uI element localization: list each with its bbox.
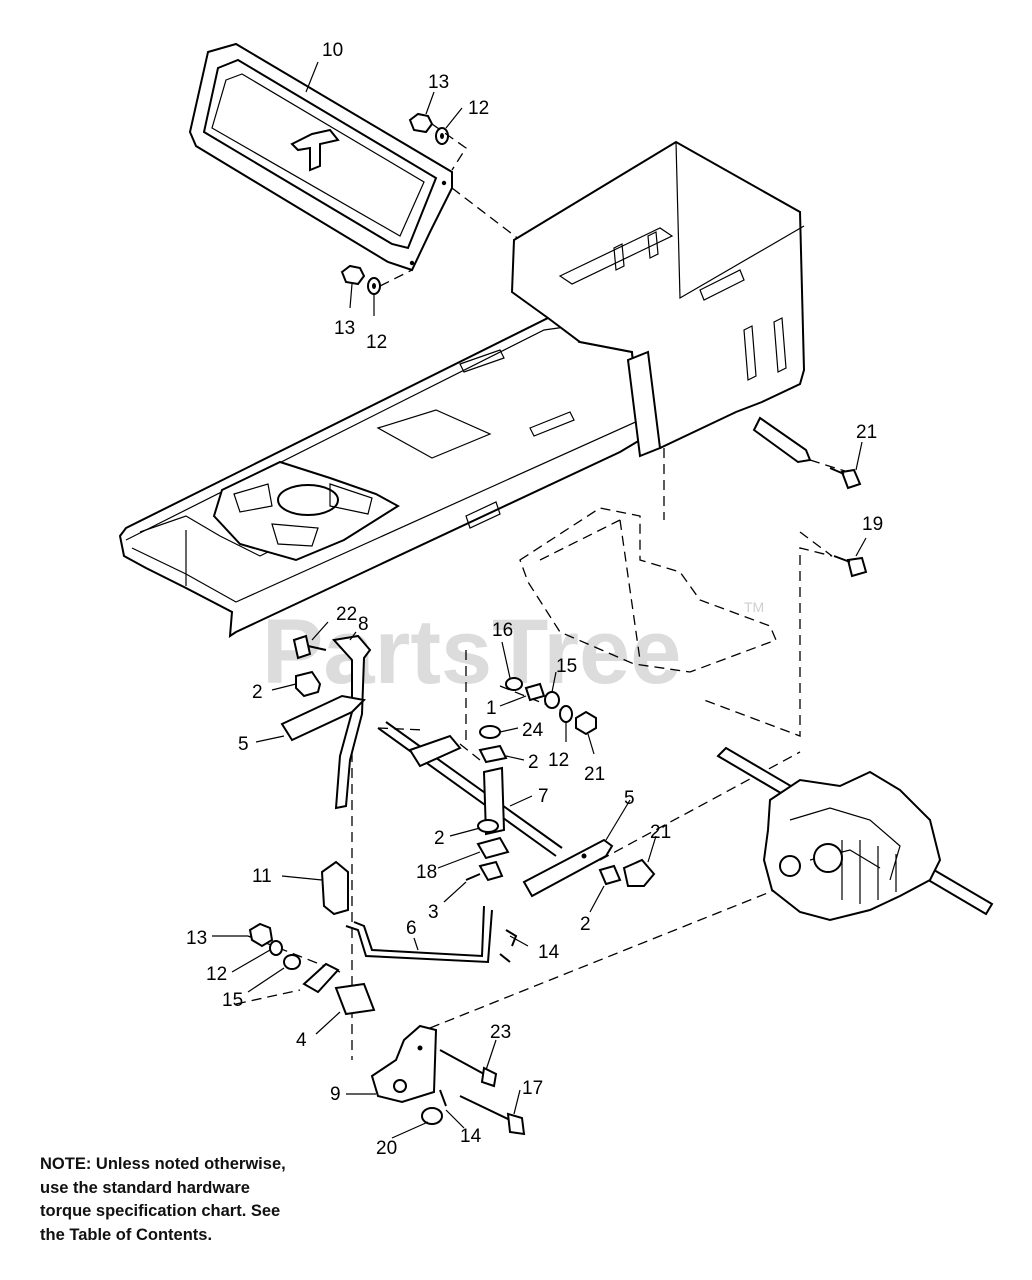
watermark-trademark: TM xyxy=(744,599,764,615)
callout-8: 8 xyxy=(358,614,369,635)
callout-5: 5 xyxy=(238,734,249,755)
callout-2: 2 xyxy=(580,914,591,935)
callout-21: 21 xyxy=(584,764,605,785)
watermark-text: PartsTree xyxy=(262,601,681,703)
leader-lines xyxy=(212,61,867,1139)
callout-6: 6 xyxy=(406,918,417,939)
note-line: NOTE: Unless noted otherwise, xyxy=(40,1155,286,1173)
callout-3: 3 xyxy=(428,902,439,923)
callout-10: 10 xyxy=(322,40,343,61)
callout-21: 21 xyxy=(856,422,877,443)
watermark: PartsTree TM xyxy=(262,599,764,703)
ghost-linkage xyxy=(519,507,777,673)
callout-2: 2 xyxy=(252,682,263,703)
callout-22: 22 xyxy=(336,604,357,625)
callout-5: 5 xyxy=(624,788,635,809)
callout-15: 15 xyxy=(556,656,577,677)
callout-15: 15 xyxy=(222,990,243,1011)
callout-2: 2 xyxy=(434,828,445,849)
callout-2: 2 xyxy=(528,752,539,773)
note-line: the Table of Contents. xyxy=(40,1225,213,1244)
callout-19: 19 xyxy=(862,514,883,535)
tractor-frame xyxy=(118,140,812,638)
callout-1: 1 xyxy=(486,698,497,719)
callout-21: 21 xyxy=(650,822,671,843)
callout-20: 20 xyxy=(376,1138,397,1159)
callout-14: 14 xyxy=(538,942,560,963)
callout-12: 12 xyxy=(206,964,227,985)
callout-12: 12 xyxy=(366,332,387,353)
callout-9: 9 xyxy=(330,1084,341,1105)
callout-11: 11 xyxy=(252,866,272,887)
callout-23: 23 xyxy=(490,1022,511,1043)
callout-17: 17 xyxy=(522,1078,543,1099)
callout-16: 16 xyxy=(492,620,513,641)
callout-12: 12 xyxy=(548,750,569,771)
callout-13: 13 xyxy=(428,72,449,93)
callout-4: 4 xyxy=(296,1030,307,1051)
torque-note: NOTE: Unless noted otherwise, use the st… xyxy=(40,1153,340,1247)
callout-13: 13 xyxy=(186,928,207,949)
transaxle xyxy=(716,746,994,922)
dash-panel xyxy=(188,42,453,272)
callouts: 10 13 12 13 12 21 19 22 8 2 5 16 15 1 24… xyxy=(186,40,883,1159)
callout-24: 24 xyxy=(522,720,544,741)
callout-14: 14 xyxy=(460,1126,482,1147)
note-line: torque specification chart. See xyxy=(40,1202,281,1220)
note-line: use the standard hardware xyxy=(40,1178,250,1197)
callout-7: 7 xyxy=(538,786,549,807)
callout-13: 13 xyxy=(334,318,355,339)
callout-12: 12 xyxy=(468,98,489,119)
shift-lever-assembly xyxy=(248,467,868,1136)
callout-18: 18 xyxy=(416,862,437,883)
